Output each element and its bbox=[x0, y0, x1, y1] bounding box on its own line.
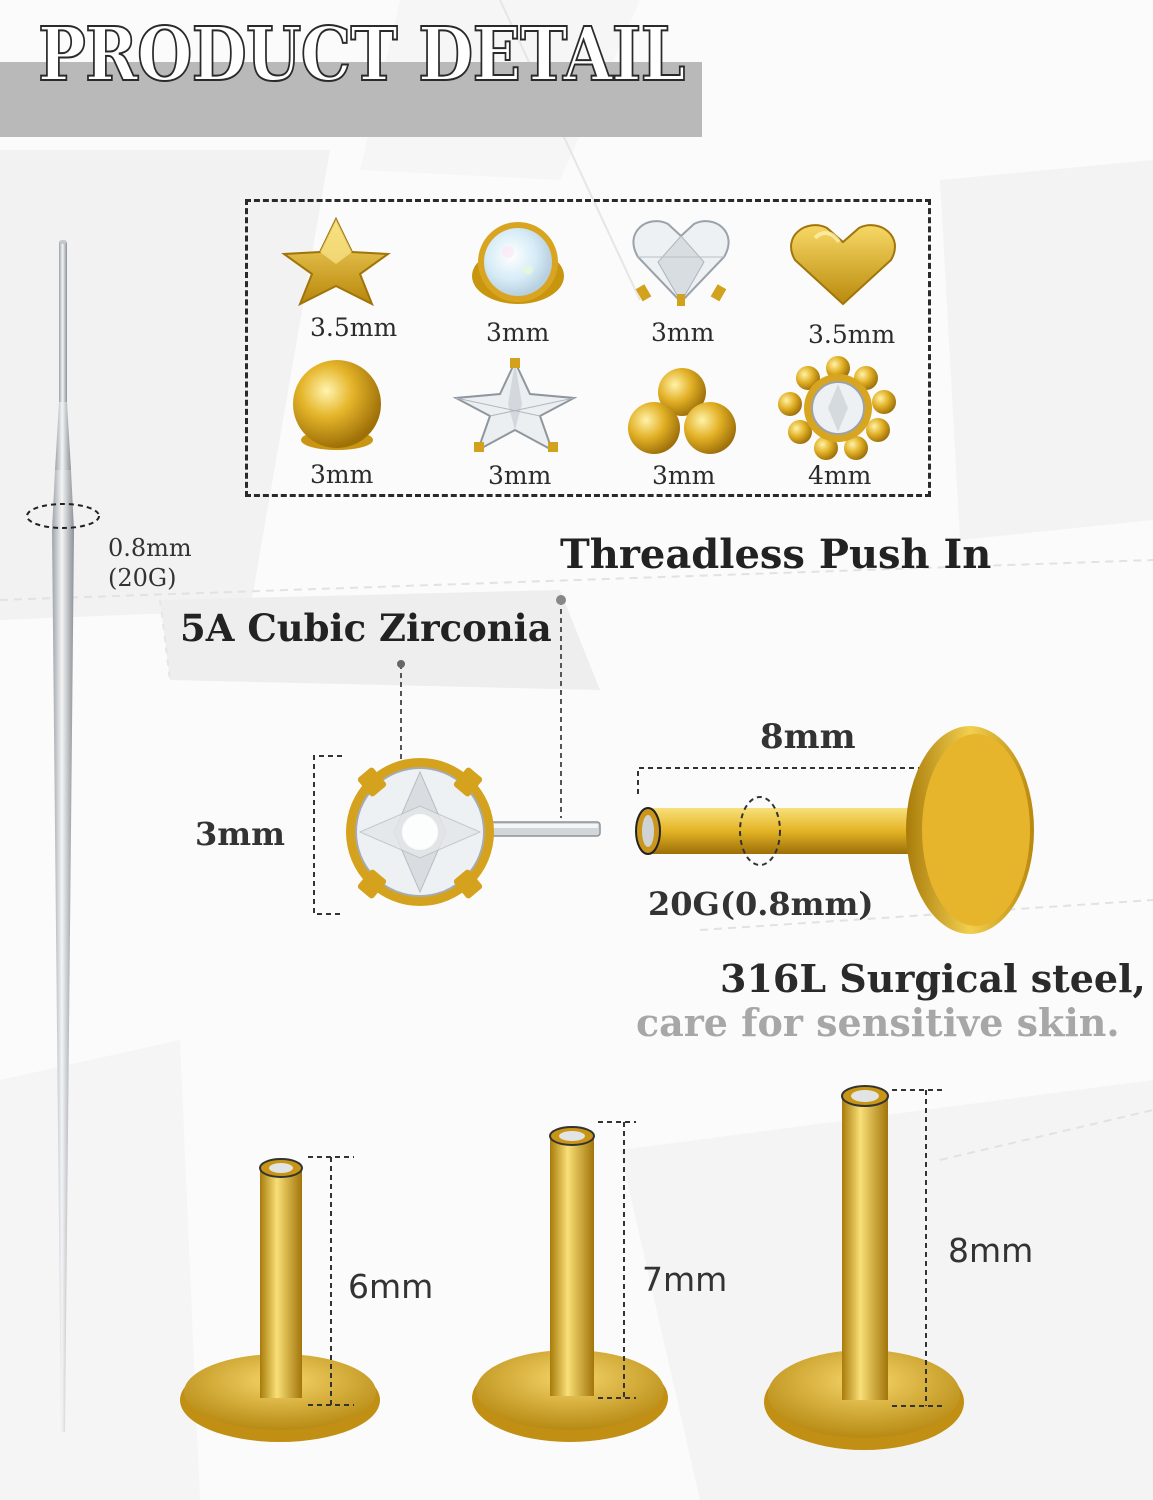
post-gauge-label: 20G(0.8mm) bbox=[648, 885, 874, 923]
star-top-icon bbox=[281, 216, 391, 307]
material-line-2: care for sensitive skin. bbox=[636, 1000, 1120, 1045]
post-length-6: 6mm bbox=[348, 1267, 434, 1306]
star-cz-top-icon bbox=[452, 358, 578, 453]
threadless-label: Threadless Push In bbox=[560, 531, 992, 578]
top-size-5: 3mm bbox=[310, 460, 374, 489]
taper-pin-icon bbox=[26, 240, 100, 1432]
cz-top-with-pin-illustration bbox=[313, 595, 601, 915]
tops-box bbox=[245, 199, 931, 497]
taper-gauge-mm: 0.8mm bbox=[108, 534, 192, 562]
material-line-1: 316L Surgical steel, bbox=[720, 956, 1146, 1001]
top-size-3: 3mm bbox=[651, 318, 715, 347]
title-band bbox=[0, 62, 702, 137]
cz-size-label: 3mm bbox=[195, 815, 285, 853]
top-size-6: 3mm bbox=[488, 461, 552, 490]
labret-post-illustration bbox=[635, 726, 1034, 934]
post-lengths-illustration bbox=[180, 1085, 964, 1450]
top-size-2: 3mm bbox=[486, 318, 550, 347]
trinity-top-icon bbox=[628, 368, 736, 454]
page-title: PRODUCT DETAIL bbox=[37, 12, 686, 98]
post-length-label: 8mm bbox=[760, 717, 856, 757]
opal-top-icon bbox=[472, 222, 564, 304]
heart-top-icon bbox=[790, 224, 896, 306]
taper-gauge-g: (20G) bbox=[108, 564, 177, 592]
top-size-4: 3.5mm bbox=[808, 320, 896, 349]
taper-gauge-label: 0.8mm (20G) bbox=[108, 533, 192, 593]
flower-cz-top-icon bbox=[778, 356, 896, 460]
post-length-7: 7mm bbox=[642, 1260, 728, 1299]
top-size-1: 3.5mm bbox=[310, 313, 398, 342]
top-size-7: 3mm bbox=[652, 461, 716, 490]
heart-cz-top-icon bbox=[632, 220, 730, 306]
ball-top-icon bbox=[293, 360, 381, 450]
post-length-8: 8mm bbox=[948, 1231, 1034, 1270]
cubic-zirconia-label: 5A Cubic Zirconia bbox=[180, 606, 552, 650]
top-size-8: 4mm bbox=[808, 461, 872, 490]
